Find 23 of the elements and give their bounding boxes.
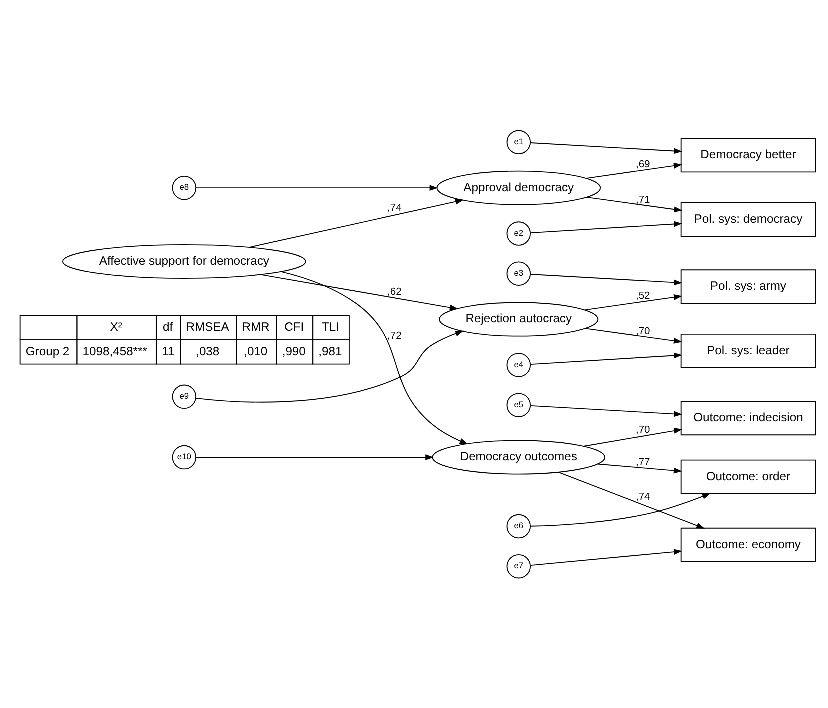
label: df xyxy=(162,320,174,334)
edge-label: ,69 xyxy=(636,158,650,170)
label: ,038 xyxy=(196,344,220,358)
label: X² xyxy=(110,320,122,334)
label: CFI xyxy=(284,320,304,334)
label: ,990 xyxy=(282,344,306,358)
edge-label: ,74 xyxy=(636,492,650,503)
label: 11 xyxy=(162,344,175,358)
label: 1098,458*** xyxy=(82,344,148,358)
edge-label: ,72 xyxy=(388,330,402,342)
edge-label: ,52 xyxy=(636,290,650,302)
label: TLI xyxy=(322,320,340,334)
edge-label: ,70 xyxy=(636,326,650,337)
label: RMSEA xyxy=(186,320,230,334)
label: ,981 xyxy=(318,344,342,358)
edge-label: ,70 xyxy=(636,424,650,436)
label: ,010 xyxy=(244,344,268,358)
edge-label: ,77 xyxy=(636,457,650,468)
edge-label: ,62 xyxy=(388,286,402,298)
label: Group 2 xyxy=(26,344,70,358)
edge-label: ,74 xyxy=(388,202,402,214)
label: RMR xyxy=(242,320,270,334)
edge-label: ,71 xyxy=(636,194,650,206)
